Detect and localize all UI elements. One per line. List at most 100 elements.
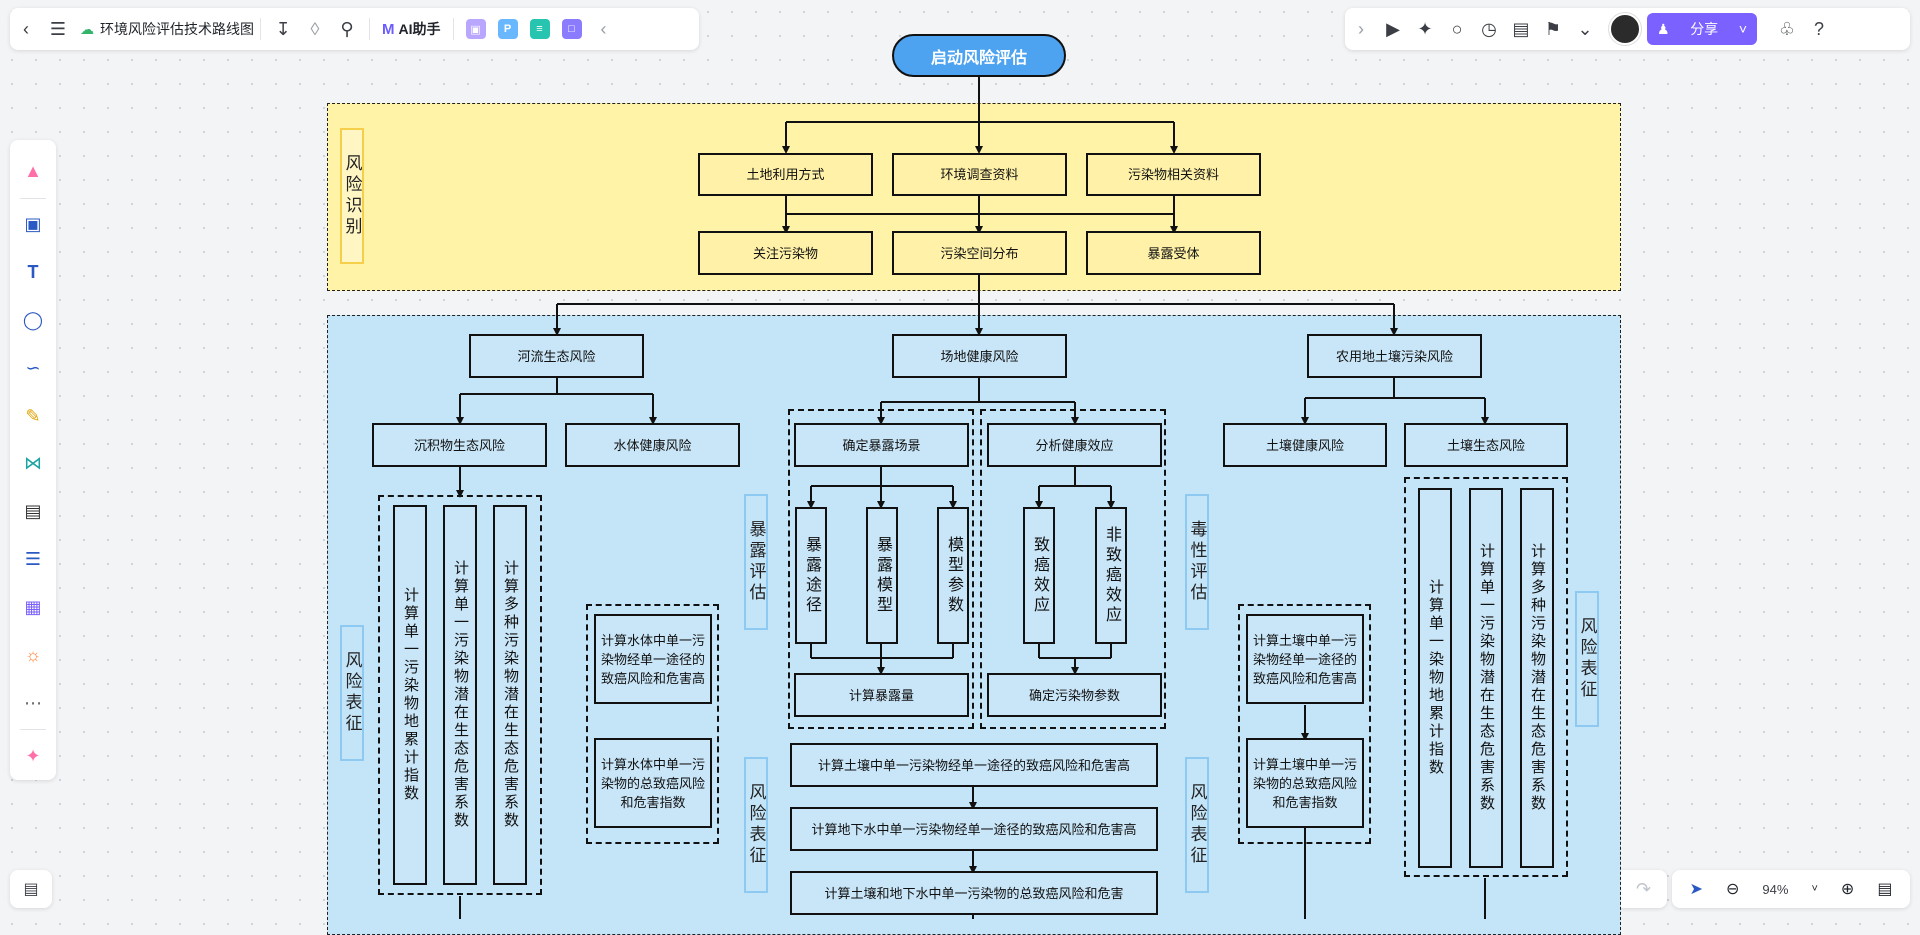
ai-logo-icon: M: [382, 20, 395, 38]
risk-characterization-right-label[interactable]: 风险表征: [1575, 591, 1599, 727]
soil-eco-risk-node[interactable]: 土壤生态风险: [1404, 423, 1568, 467]
document-title[interactable]: 环境风险评估技术路线图: [100, 21, 254, 37]
sediment-eco-risk-node[interactable]: 沉积物生态风险: [372, 423, 547, 467]
sticker-icon[interactable]: ☼: [24, 644, 42, 665]
laser-icon[interactable]: ⚑: [1544, 18, 1562, 39]
pointer-icon[interactable]: ➤: [1689, 881, 1703, 898]
comment-icon[interactable]: ○: [1451, 18, 1463, 39]
separator: [20, 729, 46, 731]
p-plugin-icon[interactable]: P: [497, 19, 518, 39]
more-down-icon[interactable]: ⌄: [1577, 18, 1593, 39]
mindmap-plugin-icon[interactable]: ≡: [529, 19, 550, 39]
pollutant-of-concern-node[interactable]: 关注污染物: [698, 231, 873, 275]
redo-icon[interactable]: ↷: [1635, 878, 1652, 899]
exposure-receptor-node[interactable]: 暴露受体: [1086, 231, 1261, 275]
exposure-assessment-label[interactable]: 暴露评估: [744, 494, 768, 630]
health-effect-node[interactable]: 分析健康效应: [987, 423, 1162, 467]
zoom-level[interactable]: 94%: [1762, 881, 1789, 897]
ai-assistant-label: AI助手: [398, 21, 441, 37]
site-health-risk-node[interactable]: 场地健康风险: [892, 334, 1067, 378]
exposure-model-node[interactable]: 暴露模型: [866, 507, 898, 644]
exposure-scenario-node[interactable]: 确定暴露场景: [794, 423, 969, 467]
mindmap-icon[interactable]: ⋈: [24, 453, 42, 474]
expand-icon[interactable]: ›: [1358, 18, 1364, 39]
present-icon[interactable]: ▶: [1386, 18, 1400, 39]
download-icon[interactable]: ↧: [275, 18, 291, 39]
pollutant-parameter-node[interactable]: 确定污染物参数: [987, 673, 1162, 717]
textbox-icon[interactable]: ▤: [24, 501, 42, 522]
water-calc-node[interactable]: 计算水体中单一污染物经单一途径的致癌风险和危害高: [594, 614, 712, 704]
connector-icon[interactable]: ∽: [25, 357, 41, 378]
calc-exposure-node[interactable]: 计算暴露量: [794, 673, 969, 717]
help-icon[interactable]: ?: [1813, 18, 1824, 39]
start-node[interactable]: 启动风险评估: [892, 34, 1066, 77]
comment-plugin-icon[interactable]: □: [561, 19, 582, 39]
soil-health-calc-node[interactable]: 计算土壤中单一污染物的总致癌风险和危害指数: [1246, 738, 1364, 828]
risk-characterization-left-label[interactable]: 风险表征: [340, 625, 364, 761]
env-survey-node[interactable]: 环境调查资料: [892, 153, 1067, 196]
soil-eco-calc-node[interactable]: 计算单一污染物潜在生态危害系数: [1469, 488, 1503, 868]
exposure-pathway-node[interactable]: 暴露途径: [795, 507, 827, 644]
soil-single-path-calc-node[interactable]: 计算土壤中单一污染物经单一途径的致癌风险和危害高: [790, 743, 1158, 787]
soil-eco-calc-node[interactable]: 计算单一染物地累计指数: [1418, 488, 1452, 868]
top-left-toolbar: ‹ ☰ ☁ 环境风险评估技术路线图 ↧ ◊ ⚲ M AI助手 ▣ P ≡ □ ‹: [10, 8, 699, 50]
image-plugin-icon[interactable]: ▣: [465, 19, 486, 39]
non-carcinogenic-effect-node[interactable]: 非致癌效应: [1095, 507, 1127, 644]
pen-icon[interactable]: ✎: [25, 405, 41, 426]
zoom-dropdown-icon[interactable]: ˅: [1811, 883, 1818, 895]
separator: [260, 18, 261, 40]
water-calc-group: [586, 604, 719, 844]
zoom-out-icon[interactable]: ⊖: [1725, 881, 1740, 898]
sediment-calc-node[interactable]: 计算单一污染物潜在生态危害系数: [443, 505, 477, 885]
pollutant-data-node[interactable]: 污染物相关资料: [1086, 153, 1261, 196]
groundwater-single-path-calc-node[interactable]: 计算地下水中单一污染物经单一途径的致癌风险和危害高: [790, 807, 1158, 851]
water-calc-node[interactable]: 计算水体中单一污染物的总致癌风险和危害指数: [594, 738, 712, 828]
collapse-icon[interactable]: ‹: [600, 18, 607, 39]
total-risk-calc-node[interactable]: 计算土壤和地下水中单一污染物的总致癌风险和危害: [790, 871, 1158, 915]
separator: [452, 18, 454, 40]
farmland-soil-risk-node[interactable]: 农用地土壤污染风险: [1307, 334, 1482, 378]
celebrate-icon[interactable]: ✦: [1417, 18, 1433, 39]
risk-identification-label[interactable]: 风险识别: [340, 128, 364, 264]
water-health-risk-node[interactable]: 水体健康风险: [565, 423, 740, 467]
share-button[interactable]: ♟ 分享 ˅: [1647, 13, 1757, 45]
text-icon[interactable]: T: [27, 262, 39, 283]
left-toolbar: ▲ ▣ T ◯ ∽ ✎ ⋈ ▤ ☰ ▦ ☼ ⋯ ✦: [10, 140, 56, 780]
minimap-button[interactable]: ▤: [10, 870, 52, 908]
minimap-icon: ▤: [23, 881, 39, 898]
sediment-calc-group: [378, 495, 542, 895]
zoom-bar: ➤ ⊖ 94% ˅ ⊕ ▤: [1672, 870, 1910, 908]
soil-eco-calc-node[interactable]: 计算多种污染物潜在生态危害系数: [1520, 488, 1554, 868]
notification-bell-icon[interactable]: ♧: [1778, 18, 1796, 39]
pollution-distribution-node[interactable]: 污染空间分布: [892, 231, 1067, 275]
model-parameter-node[interactable]: 模型参数: [937, 507, 969, 644]
carcinogenic-effect-node[interactable]: 致癌效应: [1023, 507, 1055, 644]
chevron-down-icon[interactable]: ˅: [1738, 21, 1747, 37]
land-use-node[interactable]: 土地利用方式: [698, 153, 873, 196]
timer-icon[interactable]: ◷: [1481, 18, 1497, 39]
more-icon[interactable]: ⋯: [24, 692, 42, 713]
apps-icon[interactable]: ✦: [25, 745, 41, 766]
back-icon[interactable]: ‹: [23, 18, 29, 39]
risk-characterization-center-right-label[interactable]: 风险表征: [1185, 757, 1209, 893]
table-icon[interactable]: ▦: [24, 597, 42, 618]
shape-icon[interactable]: ◯: [22, 309, 44, 330]
ai-assistant-button[interactable]: M AI助手: [376, 19, 447, 39]
toxicity-assessment-label[interactable]: 毒性评估: [1185, 494, 1209, 630]
soil-health-calc-node[interactable]: 计算土壤中单一污染物经单一途径的致癌风险和危害高: [1246, 614, 1364, 704]
sediment-calc-node[interactable]: 计算单一污染物地累计指数: [393, 505, 427, 885]
risk-characterization-center-left-label[interactable]: 风险表征: [744, 757, 768, 893]
templates-icon[interactable]: ▲: [24, 161, 42, 182]
menu-icon[interactable]: ☰: [49, 18, 67, 39]
zoom-in-icon[interactable]: ⊕: [1840, 881, 1855, 898]
sediment-calc-node[interactable]: 计算多种污染物潜在生态危害系数: [493, 505, 527, 885]
vote-icon[interactable]: ▤: [1512, 18, 1530, 39]
search-icon[interactable]: ⚲: [340, 18, 354, 39]
frame-icon[interactable]: ▣: [24, 214, 42, 235]
river-eco-risk-node[interactable]: 河流生态风险: [469, 334, 644, 378]
user-avatar[interactable]: [1609, 13, 1641, 45]
book-icon[interactable]: ▤: [1877, 881, 1893, 898]
tag-icon[interactable]: ◊: [310, 18, 320, 39]
soil-health-risk-node[interactable]: 土壤健康风险: [1223, 423, 1387, 467]
sticky-list-icon[interactable]: ☰: [24, 549, 42, 570]
